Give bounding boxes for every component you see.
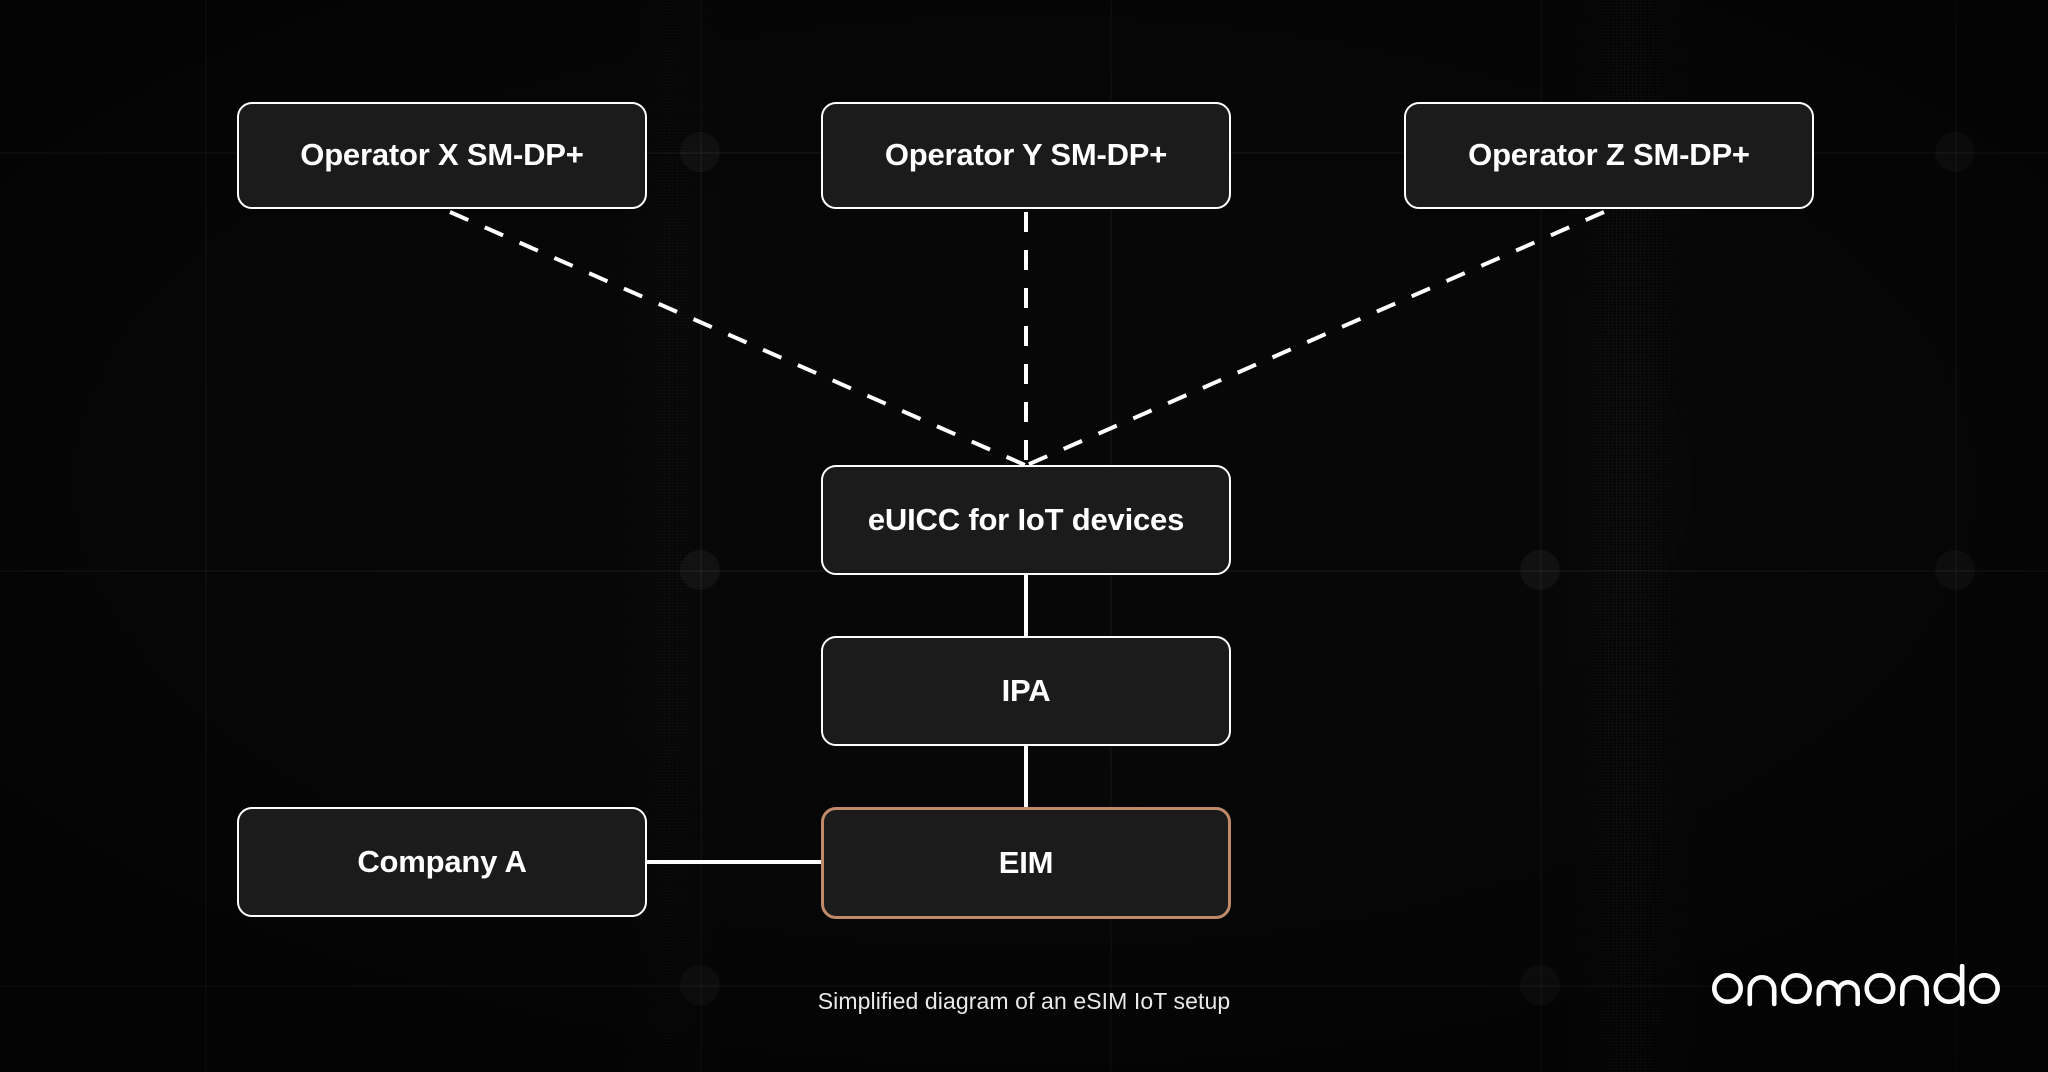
node-operator-z-sm-dp[interactable]: Operator Z SM-DP+ bbox=[1404, 102, 1814, 209]
node-euicc-for-iot-devices[interactable]: eUICC for IoT devices bbox=[821, 465, 1231, 575]
grid-node-dot bbox=[680, 132, 720, 172]
node-label: eUICC for IoT devices bbox=[867, 501, 1185, 537]
grid-line-vertical bbox=[205, 0, 207, 1072]
node-label: Operator Z SM-DP+ bbox=[1468, 137, 1750, 173]
node-label: EIM bbox=[998, 844, 1054, 880]
grid-line-vertical bbox=[700, 0, 702, 1072]
node-ipa[interactable]: IPA bbox=[821, 636, 1231, 746]
grid-line-vertical bbox=[1955, 0, 1957, 1072]
onomondo-logo bbox=[1712, 963, 2004, 1019]
grid-node-dot bbox=[1520, 550, 1560, 590]
edge-operator-z-to-euicc bbox=[1026, 210, 1605, 467]
edge-operator-x-to-euicc bbox=[449, 210, 1026, 467]
node-label: Operator X SM-DP+ bbox=[300, 137, 584, 173]
node-label: Company A bbox=[357, 843, 527, 879]
node-company-a[interactable]: Company A bbox=[237, 807, 647, 917]
diagram-caption: Simplified diagram of an eSIM IoT setup bbox=[817, 988, 1231, 1014]
grid-node-dot bbox=[1935, 550, 1975, 590]
node-eim[interactable]: EIM bbox=[821, 807, 1231, 919]
grid-node-dot bbox=[1935, 132, 1975, 172]
node-label: Operator Y SM-DP+ bbox=[884, 137, 1168, 173]
grid-node-dot bbox=[680, 550, 720, 590]
node-operator-y-sm-dp[interactable]: Operator Y SM-DP+ bbox=[821, 102, 1231, 209]
node-label: IPA bbox=[1001, 672, 1051, 708]
node-operator-x-sm-dp[interactable]: Operator X SM-DP+ bbox=[237, 102, 647, 209]
onomondo-wordmark-icon bbox=[1712, 964, 2000, 1007]
